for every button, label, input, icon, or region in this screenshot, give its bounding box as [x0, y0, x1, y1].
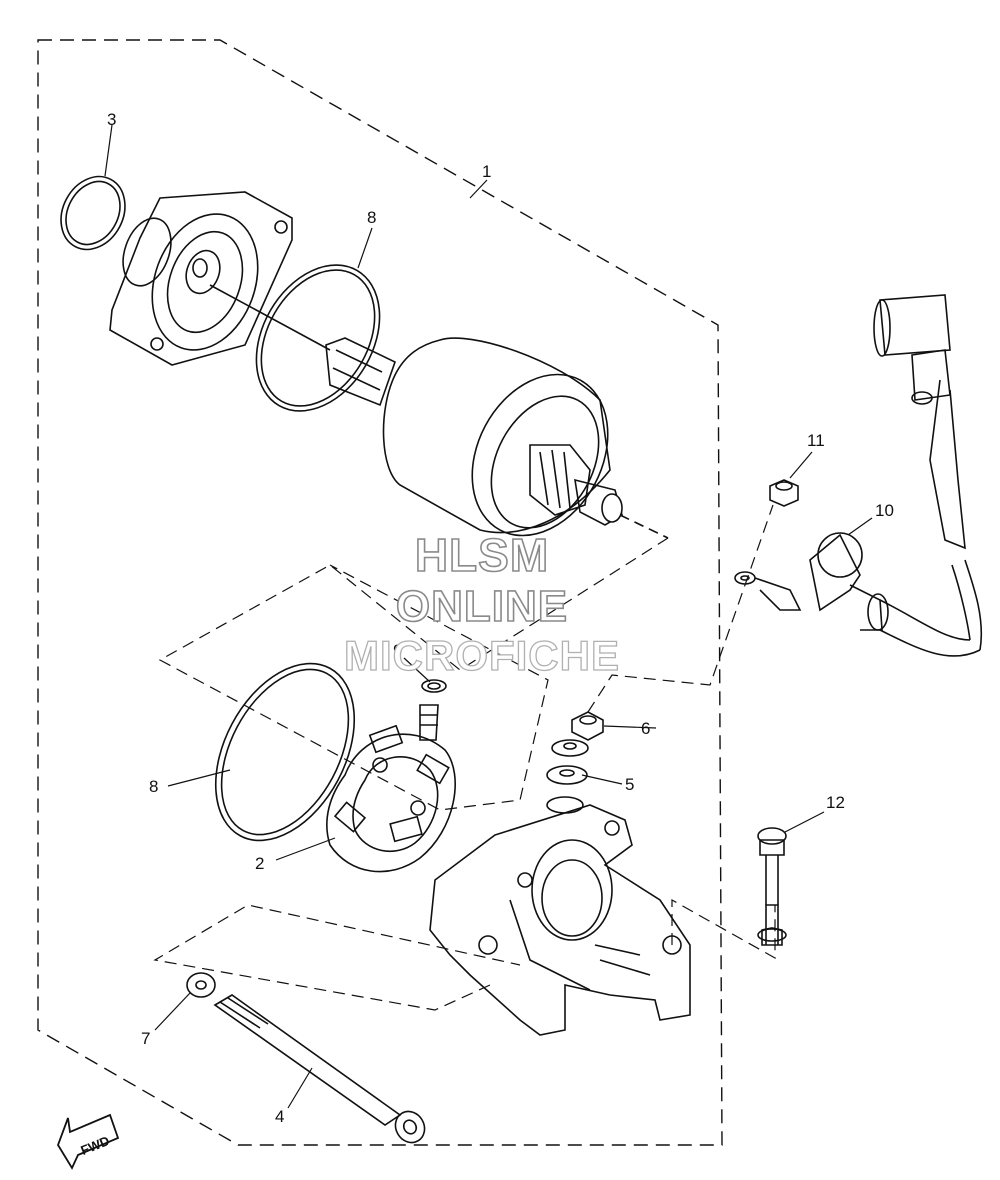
- brush-holder: [326, 704, 456, 873]
- callout-6: 6: [641, 719, 650, 738]
- washer-part-9: [421, 679, 447, 693]
- nut-part-6: [571, 711, 604, 741]
- washer-part-5: [546, 739, 589, 814]
- watermark-line-3: MICROFICHE: [343, 631, 620, 679]
- callout-12: 12: [826, 793, 845, 812]
- callout-4: 4: [275, 1107, 284, 1126]
- callout-10: 10: [875, 501, 894, 520]
- callout-11: 11: [807, 431, 825, 450]
- front-cover: [109, 191, 293, 366]
- callout-8-lower: 8: [149, 777, 158, 796]
- nut-part-11: [769, 479, 799, 507]
- lead-wire-part-10: [734, 294, 983, 657]
- callout-7: 7: [141, 1029, 150, 1048]
- callout-2: 2: [255, 854, 264, 873]
- callout-3: 3: [107, 110, 116, 129]
- bolt-part-4: [213, 994, 426, 1144]
- callout-8-upper: 8: [367, 208, 376, 227]
- armature-yoke: [209, 284, 669, 539]
- bolt-part-12: [757, 827, 787, 946]
- callout-9: 9: [393, 641, 402, 660]
- rear-cover-bracket: [429, 804, 691, 1036]
- o-ring-part-8-upper: [255, 264, 381, 412]
- callout-1: 1: [482, 162, 491, 181]
- washer-part-7: [186, 972, 216, 998]
- assembly-boundary: [37, 39, 723, 1146]
- forward-arrow-icon: [57, 1113, 120, 1170]
- watermark-line-2: ONLINE: [395, 581, 569, 632]
- o-ring-part-8-lower: [214, 662, 356, 842]
- o-ring-part-3: [60, 175, 126, 251]
- watermark-line-1: HLSM: [414, 528, 550, 582]
- callout-5: 5: [625, 775, 634, 794]
